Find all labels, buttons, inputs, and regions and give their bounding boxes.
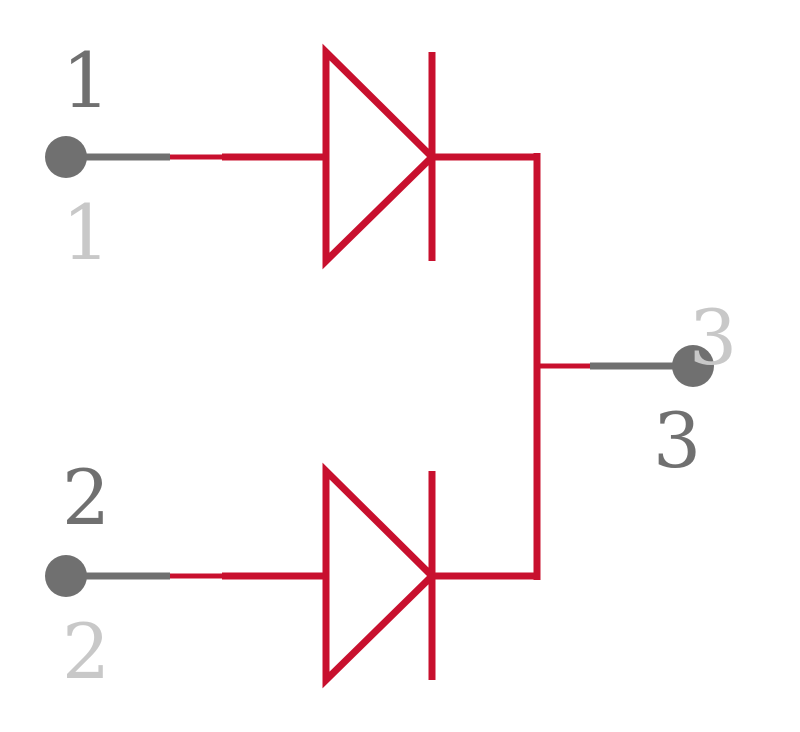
diode-1-anode-triangle xyxy=(322,43,437,270)
diode-2 xyxy=(322,462,437,689)
pin-2-pad-number: 2 xyxy=(62,607,110,696)
pin-3-number: 3 xyxy=(653,396,701,485)
pin-3-terminal[interactable] xyxy=(672,345,714,387)
pin-2-number: 2 xyxy=(62,453,110,542)
pin-2[interactable] xyxy=(45,555,170,597)
pin-1-number: 1 xyxy=(62,36,110,125)
pin-1-pad-number: 1 xyxy=(62,188,110,277)
pin-1[interactable] xyxy=(45,136,170,178)
pin-3-pad-number: 3 xyxy=(689,293,737,382)
pin-3[interactable] xyxy=(590,345,714,387)
diode-1 xyxy=(322,43,437,270)
diode-2-anode-triangle xyxy=(322,462,437,689)
